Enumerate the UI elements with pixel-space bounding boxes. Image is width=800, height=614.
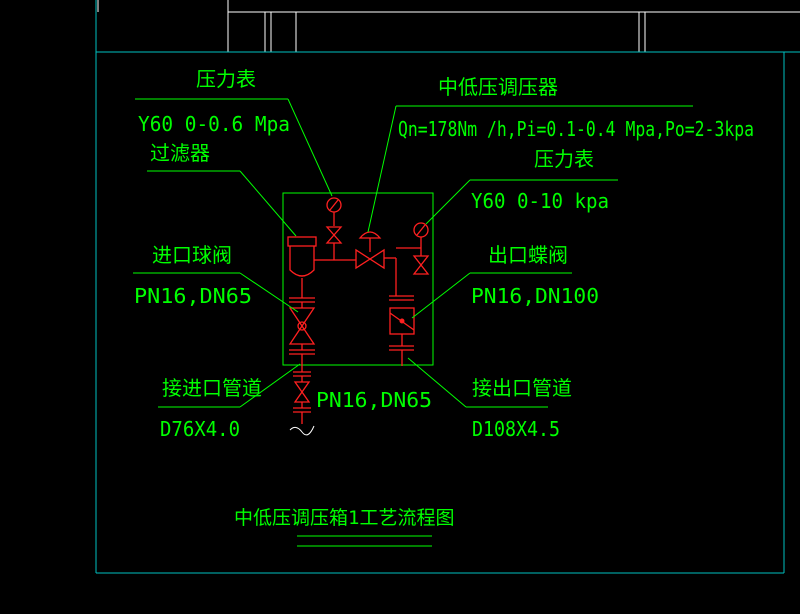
- lower-valve-spec: PN16,DN65: [316, 388, 432, 412]
- regulator-title: 中低压调压器: [438, 75, 558, 99]
- inlet-pipe-title: 接进口管道: [162, 376, 262, 400]
- regulator-symbol: [355, 231, 397, 296]
- pressure-gauge-1-title: 压力表: [196, 67, 256, 91]
- filter-title: 过滤器: [150, 141, 210, 165]
- filter-symbol: [287, 236, 330, 298]
- regulator-cabinet: [282, 192, 434, 366]
- pressure-gauge-1-spec: Y60 0-0.6 Mpa: [138, 112, 290, 136]
- lower-inlet-valve-symbol: [289, 371, 315, 436]
- regulator-spec: Qn=178Nm /h,Pi=0.1-0.4 Mpa,Po=2-3kpa: [398, 117, 754, 141]
- inlet-ball-valve-title: 进口球阀: [152, 243, 232, 267]
- pressure-gauge-2-symbol: [396, 222, 430, 275]
- inlet-ball-valve-symbol: [288, 297, 316, 372]
- outlet-butterfly-valve-title: 出口蝶阀: [488, 243, 568, 267]
- pressure-gauge-2-spec: Y60 0-10 kpa: [471, 189, 609, 213]
- diagram-caption: 中低压调压箱1工艺流程图: [234, 507, 454, 529]
- outlet-butterfly-valve-symbol: [389, 295, 415, 366]
- leader-lines: [133, 98, 693, 547]
- outlet-pipe-spec: D108X4.5: [472, 417, 560, 441]
- pressure-gauge-2-title: 压力表: [534, 147, 594, 171]
- drawing-frame: [95, 0, 800, 574]
- outlet-butterfly-valve-spec: PN16,DN100: [471, 284, 599, 308]
- outlet-pipe-title: 接出口管道: [472, 376, 572, 400]
- inlet-pipe-spec: D76X4.0: [160, 417, 240, 441]
- inlet-ball-valve-spec: PN16,DN65: [134, 284, 252, 308]
- pressure-gauge-1-symbol: [325, 197, 356, 261]
